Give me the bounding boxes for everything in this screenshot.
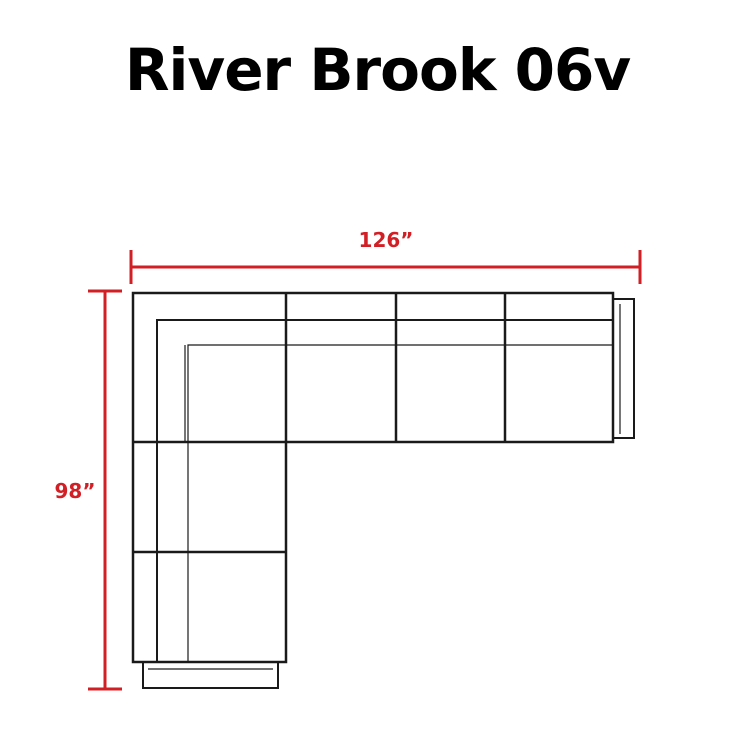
right-armrest — [613, 298, 635, 439]
width-dimension: 126” — [129, 228, 642, 284]
width-dimension-label: 126” — [359, 228, 414, 252]
sectional-outline — [131, 291, 635, 689]
bottom-armrest — [142, 662, 279, 689]
back-inner-edge — [156, 319, 613, 661]
depth-dimension-label: 98” — [55, 479, 96, 503]
seat-cushion-edge — [187, 344, 613, 661]
sectional-outer-frame — [131, 291, 615, 664]
depth-dimension: 98” — [55, 289, 122, 691]
page-title: River Brook 06v — [124, 36, 631, 104]
